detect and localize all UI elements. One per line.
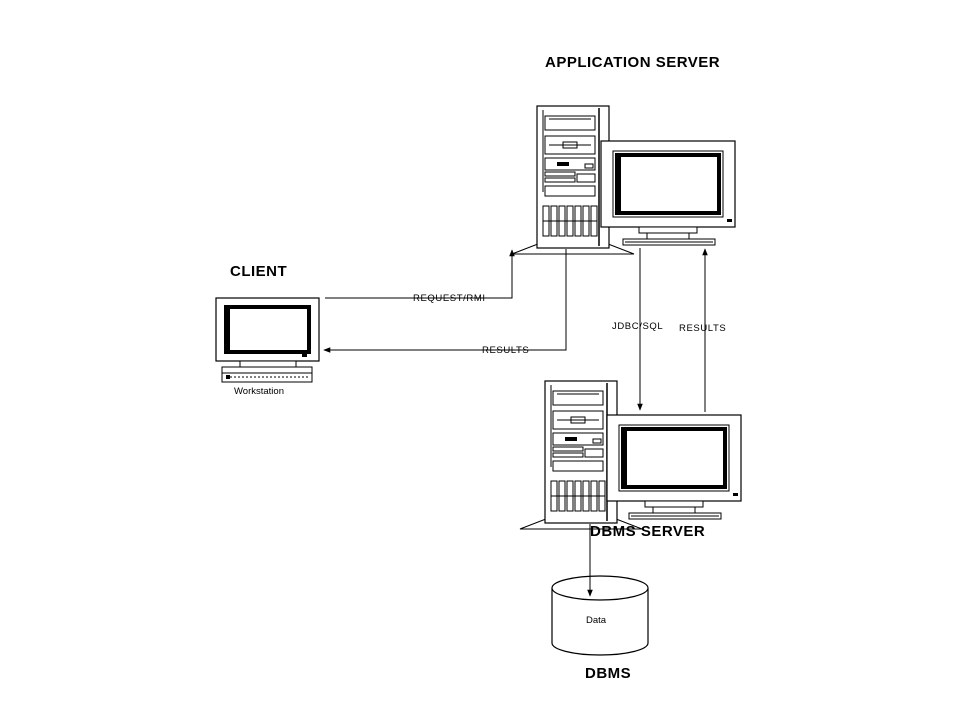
data-label: Data: [586, 615, 607, 626]
dbms-server-monitor-icon: [606, 414, 742, 520]
client-title: CLIENT: [230, 263, 287, 280]
dbms-title: DBMS: [585, 665, 631, 682]
app-server-title: APPLICATION SERVER: [545, 54, 720, 71]
workstation-icon: [215, 297, 320, 383]
results-to-app-label: RESULTS: [679, 323, 726, 334]
workstation-label: Workstation: [234, 386, 284, 397]
app-server-monitor-icon: [600, 140, 736, 246]
jdbc-sql-label: JDBC/SQL: [612, 321, 663, 332]
results-to-client-label: RESULTS: [482, 345, 529, 356]
request-rmi-arrow: [325, 249, 515, 299]
results-to-client-arrow: [323, 249, 567, 353]
dbms-server-title: DBMS SERVER: [590, 523, 705, 540]
database-cylinder-icon: [551, 575, 649, 656]
request-rmi-label: REQUEST/RMI: [413, 293, 486, 304]
